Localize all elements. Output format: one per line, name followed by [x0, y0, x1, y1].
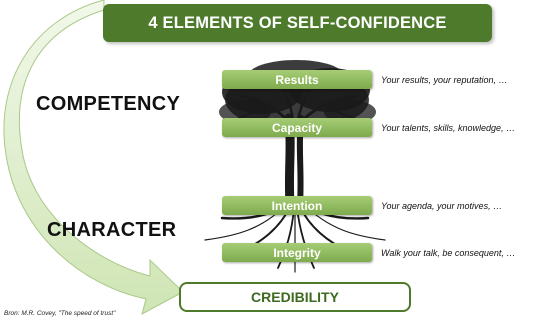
results-pill: Results	[222, 70, 372, 89]
integrity-description: Walk your talk, be consequent, …	[381, 248, 516, 258]
results-description: Your results, your reputation, …	[381, 75, 508, 85]
title-banner: 4 ELEMENTS OF SELF-CONFIDENCE	[103, 4, 492, 42]
intention-pill: Intention	[222, 196, 372, 215]
capacity-pill: Capacity	[222, 118, 372, 137]
capacity-description: Your talents, skills, knowledge, …	[381, 123, 516, 133]
credibility-box: CREDIBILITY	[179, 282, 411, 312]
character-label: CHARACTER	[47, 219, 177, 241]
integrity-pill: Integrity	[222, 243, 372, 262]
source-citation: Bron: M.R. Covey, "The speed of trust"	[4, 310, 116, 317]
intention-description: Your agenda, your motives, …	[381, 201, 503, 211]
competency-label: COMPETENCY	[36, 93, 181, 115]
